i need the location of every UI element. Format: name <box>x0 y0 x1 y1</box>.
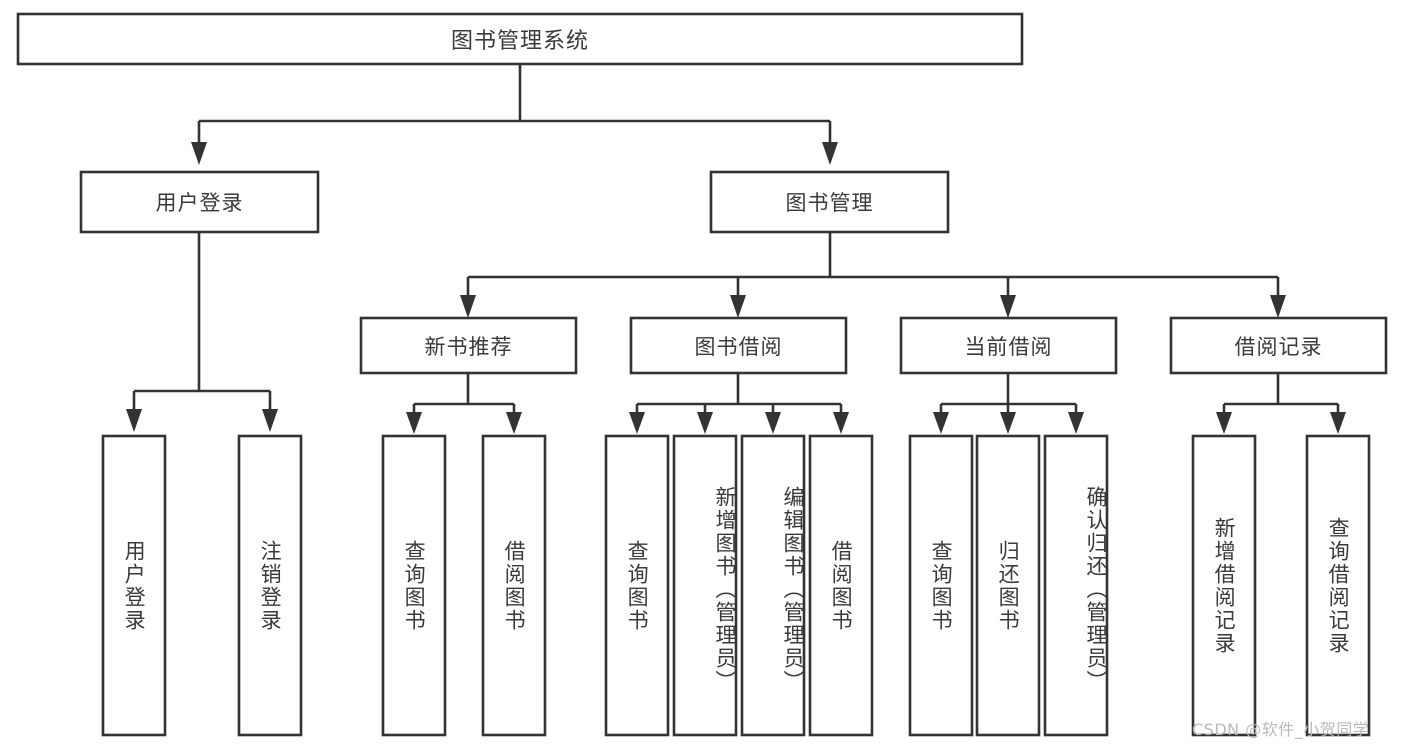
arrow-head-leaf-user-login-2 <box>262 409 278 432</box>
node-box-book-borrow[interactable] <box>629 316 848 375</box>
node-box-leaf-borrow-record-1[interactable] <box>1191 434 1257 737</box>
node-box-leaf-user-login-2[interactable] <box>237 434 303 737</box>
node-box-book-manage[interactable] <box>709 170 950 234</box>
node-box-borrow-record[interactable] <box>1169 316 1388 375</box>
node-box-leaf-current-borrow-3[interactable] <box>1043 434 1109 737</box>
arrow-head-leaf-bb-3 <box>765 412 781 434</box>
arrow-head-borrow-record <box>1270 295 1286 318</box>
arrow-head-leaf-bb-4 <box>833 412 849 434</box>
node-box-leaf-new-book-1[interactable] <box>381 434 447 737</box>
arrow-head-leaf-nb-1 <box>406 412 422 434</box>
node-box-leaf-borrow-record-2[interactable] <box>1305 434 1371 737</box>
arrow-head-new-book <box>460 295 476 318</box>
node-box-leaf-book-borrow-1[interactable] <box>604 434 670 737</box>
node-box-leaf-book-borrow-4[interactable] <box>808 434 874 737</box>
arrow-head-user-login <box>191 142 207 165</box>
arrow-head-leaf-nb-2 <box>506 412 522 434</box>
node-box-leaf-current-borrow-2[interactable] <box>975 434 1041 737</box>
node-box-current-borrow[interactable] <box>899 316 1118 375</box>
node-box-leaf-user-login-1[interactable] <box>101 434 167 737</box>
arrow-head-book-borrow <box>730 295 746 318</box>
node-box-user-login[interactable] <box>79 170 320 234</box>
node-box-leaf-book-borrow-2[interactable] <box>672 434 738 737</box>
node-box-leaf-book-borrow-3[interactable] <box>740 434 806 737</box>
arrow-head-leaf-cb-3 <box>1068 412 1084 434</box>
arrow-head-book-manage <box>822 142 838 165</box>
node-box-leaf-current-borrow-1[interactable] <box>908 434 974 737</box>
node-box-new-book-recommend[interactable] <box>359 316 578 375</box>
node-box-leaf-new-book-2[interactable] <box>481 434 547 737</box>
arrow-head-leaf-cb-2 <box>1000 412 1016 434</box>
arrow-head-leaf-cb-1 <box>933 412 949 434</box>
arrow-head-leaf-br-1 <box>1216 412 1232 434</box>
arrow-head-current-borrow <box>1000 295 1016 318</box>
arrow-head-leaf-user-login-1 <box>126 409 142 432</box>
node-box-root[interactable] <box>16 12 1024 66</box>
arrow-head-leaf-bb-2 <box>697 412 713 434</box>
arrow-head-leaf-br-2 <box>1330 412 1346 434</box>
arrow-head-leaf-bb-1 <box>629 412 645 434</box>
